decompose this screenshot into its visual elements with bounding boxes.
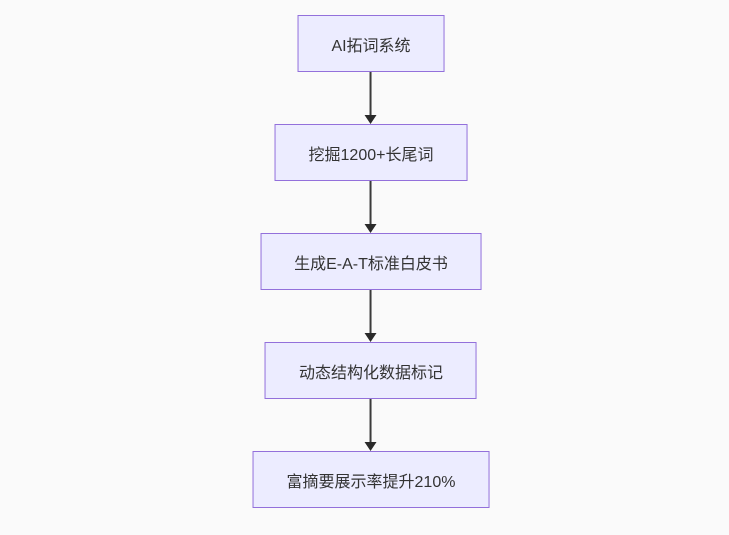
node-label: AI拓词系统 — [331, 37, 411, 55]
arrow-head-icon — [365, 333, 377, 342]
flow-arrow-4 — [365, 399, 377, 451]
arrow-head-icon — [365, 442, 377, 451]
flow-node-ai-word-system: AI拓词系统 — [297, 15, 445, 72]
node-label: 生成E-A-T标准白皮书 — [294, 255, 448, 273]
flow-node-structured-data: 动态结构化数据标记 — [264, 342, 477, 399]
flow-arrow-3 — [365, 290, 377, 342]
arrow-line — [370, 181, 372, 224]
flow-arrow-1 — [365, 72, 377, 124]
arrow-head-icon — [365, 224, 377, 233]
node-label: 挖掘1200+长尾词 — [308, 146, 434, 164]
flow-arrow-2 — [365, 181, 377, 233]
flow-node-rich-snippet-result: 富摘要展示率提升210% — [252, 451, 490, 508]
arrow-line — [370, 72, 372, 115]
arrow-line — [370, 290, 372, 333]
node-label: 富摘要展示率提升210% — [286, 473, 456, 491]
flow-node-eat-whitepaper: 生成E-A-T标准白皮书 — [260, 233, 482, 290]
flow-node-longtail-mining: 挖掘1200+长尾词 — [274, 124, 468, 181]
arrow-head-icon — [365, 115, 377, 124]
node-label: 动态结构化数据标记 — [298, 364, 443, 382]
arrow-line — [370, 399, 372, 442]
flowchart: AI拓词系统 挖掘1200+长尾词 生成E-A-T标准白皮书 动态结构化数据标记… — [252, 15, 490, 508]
